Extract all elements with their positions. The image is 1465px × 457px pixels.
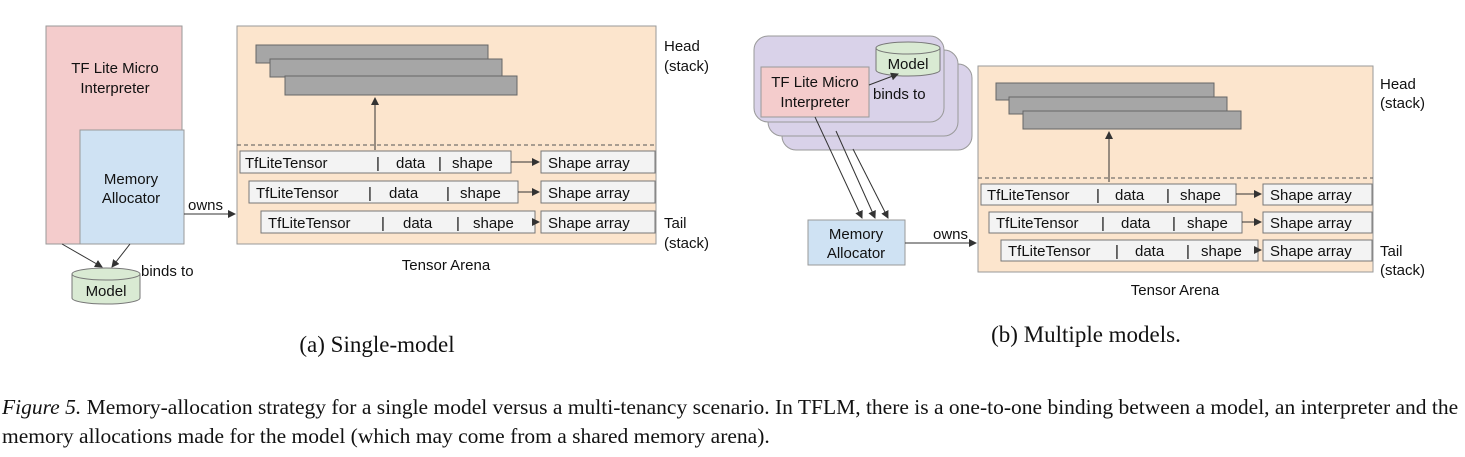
panel-b-interpreter-box <box>760 66 870 118</box>
panel-b-interpreter-link <box>852 148 889 219</box>
panel-b-head-label-2: (stack) <box>1380 95 1425 112</box>
panel-b-row2-sep2: | <box>1172 215 1176 232</box>
panel-a-shape-array <box>540 210 656 234</box>
panel-a-owns-label: owns <box>188 197 223 214</box>
figure-label: Figure 5. <box>2 395 82 419</box>
figure-caption-text: Memory-allocation strategy for a single … <box>2 395 1459 448</box>
panel-a-row2-tensor: TfLiteTensor <box>256 185 339 202</box>
panel-b-owns-label: owns <box>933 226 968 243</box>
panel-a-interpreter-line2: Interpreter <box>80 80 149 97</box>
panel-a-row3-tensor: TfLiteTensor <box>268 215 351 232</box>
panel-b-row1-shape: shape <box>1180 187 1221 204</box>
panel-a-allocator-line2: Allocator <box>102 190 160 207</box>
panel-b-row1-array: Shape array <box>1270 187 1352 204</box>
panel-b-row3-data: data <box>1135 243 1165 260</box>
panel-b-row2-array: Shape array <box>1270 215 1352 232</box>
panel-b-shape-array <box>1262 239 1373 262</box>
subcaption-a: (a) Single-model <box>299 332 455 357</box>
panel-a-shape-array <box>540 180 656 204</box>
panel-b-head-label: Head <box>1380 76 1416 93</box>
panel-a-model-cylinder <box>71 267 141 305</box>
panel-b-shape-array <box>1262 211 1373 234</box>
panel-b-model-label: Model <box>888 56 929 73</box>
panel-a-row3-shape: shape <box>473 215 514 232</box>
panel-b-row1-data: data <box>1115 187 1145 204</box>
panel-a-allocator-box <box>79 129 185 245</box>
panel-b-binds-line <box>868 72 899 86</box>
panel-a-row1-shape: shape <box>452 155 493 172</box>
panel-b-model-cylinder <box>875 41 941 77</box>
panel-b-row3-sep2: | <box>1186 243 1190 260</box>
panel-a-row3-sep1: | <box>381 215 385 232</box>
panel-b-head-block <box>1022 110 1242 130</box>
panel-a-allocator-line1: Memory <box>104 171 159 188</box>
panel-b-tail-label-2: (stack) <box>1380 262 1425 279</box>
figure-caption: Figure 5. Memory-allocation strategy for… <box>2 393 1463 451</box>
panel-a-binds-label: binds to <box>141 263 194 280</box>
panel-b-interpreter-link <box>814 116 863 219</box>
panel-a-single-model: TF Lite Micro Interpreter Memory Allocat… <box>45 25 709 305</box>
panel-b-row3-array: Shape array <box>1270 243 1352 260</box>
panel-b-row2-shape: shape <box>1187 215 1228 232</box>
panel-a-row3-data: data <box>403 215 433 232</box>
panel-b-row2-data: data <box>1121 215 1151 232</box>
panel-a-head-label: Head <box>664 38 700 55</box>
panel-b-multiple-models: TF Lite Micro Interpreter Model binds to… <box>753 35 1425 299</box>
panel-a-row2-sep2: | <box>446 185 450 202</box>
panel-b-tail-label: Tail <box>1380 243 1403 260</box>
panel-a-arena-label: Tensor Arena <box>402 257 491 274</box>
panel-a-row3-sep2: | <box>456 215 460 232</box>
panel-b-arena-label: Tensor Arena <box>1131 282 1220 299</box>
panel-b-allocator-box <box>807 219 906 266</box>
panel-b-row3-tensor: TfLiteTensor <box>1008 243 1091 260</box>
subcaption-b: (b) Multiple models. <box>991 322 1181 347</box>
panel-a-row1-data: data <box>396 155 426 172</box>
panel-a-tail-label: Tail <box>664 215 687 232</box>
panel-a-row2-array: Shape array <box>548 185 630 202</box>
panel-b-row1-sep2: | <box>1166 187 1170 204</box>
panel-a-interpreter-line1: TF Lite Micro <box>71 60 159 77</box>
panel-a-binds-line <box>61 243 103 268</box>
panel-a-row2-shape: shape <box>460 185 501 202</box>
panel-b-allocator-line2: Allocator <box>827 245 885 262</box>
panel-a-row2-sep1: | <box>368 185 372 202</box>
panel-b-row3-sep1: | <box>1115 243 1119 260</box>
panel-b-row2-tensor: TfLiteTensor <box>996 215 1079 232</box>
memory-allocation-diagram: TF Lite Micro Interpreter Memory Allocat… <box>45 25 1425 305</box>
panel-a-head-label-2: (stack) <box>664 58 709 75</box>
panel-b-row2-sep1: | <box>1101 215 1105 232</box>
panel-b-shape-array <box>1262 183 1373 206</box>
panel-b-row1-tensor: TfLiteTensor <box>987 187 1070 204</box>
panel-b-binds-label: binds to <box>873 86 926 103</box>
panel-b-interpreter-link <box>835 130 876 219</box>
panel-a-row1-sep2: | <box>438 155 442 172</box>
panel-b-row3-shape: shape <box>1201 243 1242 260</box>
panel-b-interpreter-line2: Interpreter <box>780 94 849 111</box>
panel-b-allocator-line1: Memory <box>829 226 884 243</box>
panel-a-row1-array: Shape array <box>548 155 630 172</box>
panel-b-interpreter-line1: TF Lite Micro <box>771 74 859 91</box>
panel-a-head-block <box>284 75 518 96</box>
panel-a-head-block <box>269 58 503 78</box>
panel-a-row2-data: data <box>389 185 419 202</box>
panel-a-row3-array: Shape array <box>548 215 630 232</box>
panel-a-tail-label-2: (stack) <box>664 235 709 252</box>
panel-a-model-label: Model <box>86 283 127 300</box>
panel-a-binds-line <box>111 243 131 268</box>
panel-a-row1-tensor: TfLiteTensor <box>245 155 328 172</box>
panel-b-row1-sep1: | <box>1096 187 1100 204</box>
panel-a-shape-array <box>540 150 656 174</box>
panel-a-row1-sep1: | <box>376 155 380 172</box>
